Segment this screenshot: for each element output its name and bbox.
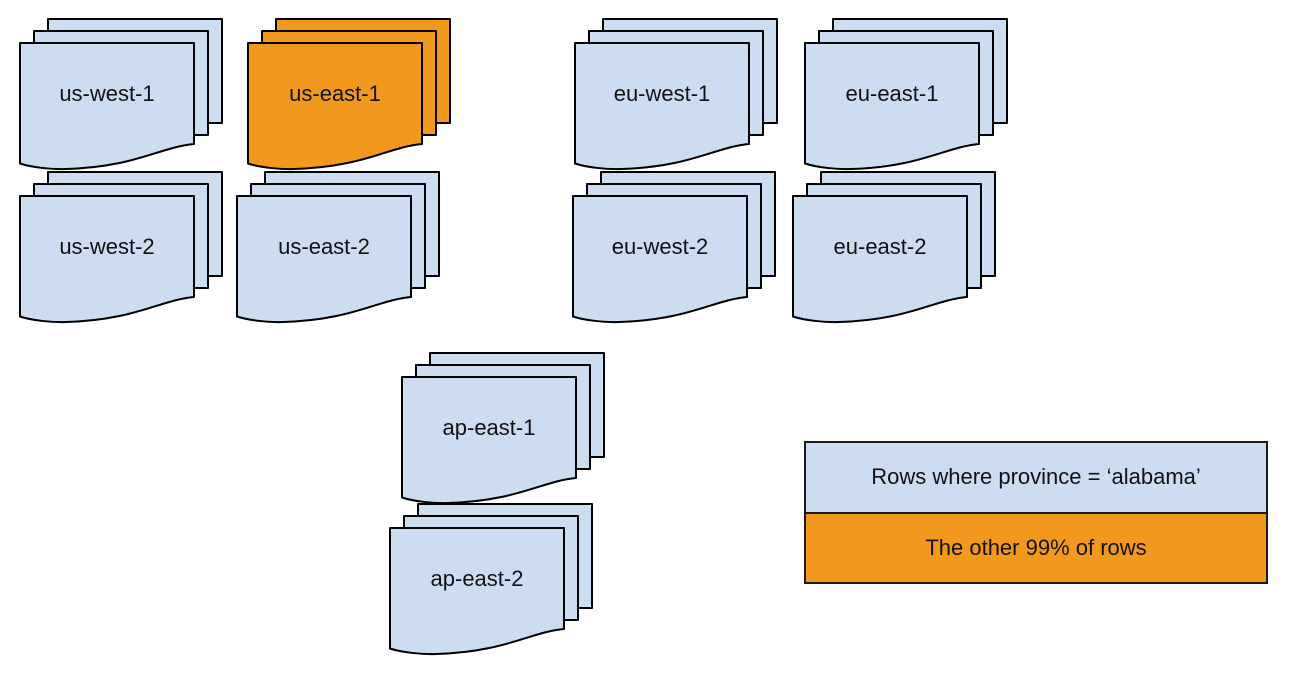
document-stack-icon xyxy=(19,171,223,324)
region-label: us-west-2 xyxy=(59,234,155,259)
front-sheet xyxy=(572,195,748,324)
document-stack-icon xyxy=(572,171,776,324)
front-sheet xyxy=(389,527,565,656)
front-sheet xyxy=(19,195,195,324)
legend: Rows where province = ‘alabama’ The othe… xyxy=(804,441,1268,584)
document-stack-icon xyxy=(792,171,996,324)
document-stack-icon xyxy=(389,503,593,656)
region-label: eu-west-1 xyxy=(613,81,711,106)
front-sheet xyxy=(804,42,980,171)
front-sheet xyxy=(236,195,412,324)
region-label: eu-west-2 xyxy=(611,234,709,259)
legend-item-alabama-rows: Rows where province = ‘alabama’ xyxy=(806,443,1266,512)
region-label: ap-east-2 xyxy=(430,566,524,591)
region-label: us-east-1 xyxy=(289,81,381,106)
legend-item-other-rows: The other 99% of rows xyxy=(806,511,1266,582)
document-stack-icon xyxy=(247,18,451,171)
front-sheet xyxy=(247,42,423,171)
stack-eu-east-2: eu-east-2 xyxy=(792,171,996,327)
region-label: eu-east-2 xyxy=(833,234,927,259)
region-label: us-east-2 xyxy=(278,234,370,259)
document-stack-icon xyxy=(804,18,1008,171)
front-sheet xyxy=(574,42,750,171)
stack-us-west-1: us-west-1 xyxy=(19,18,223,174)
stack-eu-west-1: eu-west-1 xyxy=(574,18,778,174)
region-label: eu-east-1 xyxy=(845,81,939,106)
front-sheet xyxy=(401,376,577,505)
stack-eu-east-1: eu-east-1 xyxy=(804,18,1008,174)
stack-eu-west-2: eu-west-2 xyxy=(572,171,776,327)
stack-ap-east-2: ap-east-2 xyxy=(389,503,593,659)
document-stack-icon xyxy=(236,171,440,324)
region-label: ap-east-1 xyxy=(442,415,536,440)
stack-us-east-2: us-east-2 xyxy=(236,171,440,327)
stack-ap-east-1: ap-east-1 xyxy=(401,352,605,508)
front-sheet xyxy=(792,195,968,324)
document-stack-icon xyxy=(401,352,605,505)
document-stack-icon xyxy=(574,18,778,171)
stack-us-west-2: us-west-2 xyxy=(19,171,223,327)
legend-item-label: Rows where province = ‘alabama’ xyxy=(871,464,1201,490)
front-sheet xyxy=(19,42,195,171)
region-label: us-west-1 xyxy=(59,81,155,106)
legend-item-label: The other 99% of rows xyxy=(925,534,1147,560)
document-stack-icon xyxy=(19,18,223,171)
stack-us-east-1: us-east-1 xyxy=(247,18,451,174)
